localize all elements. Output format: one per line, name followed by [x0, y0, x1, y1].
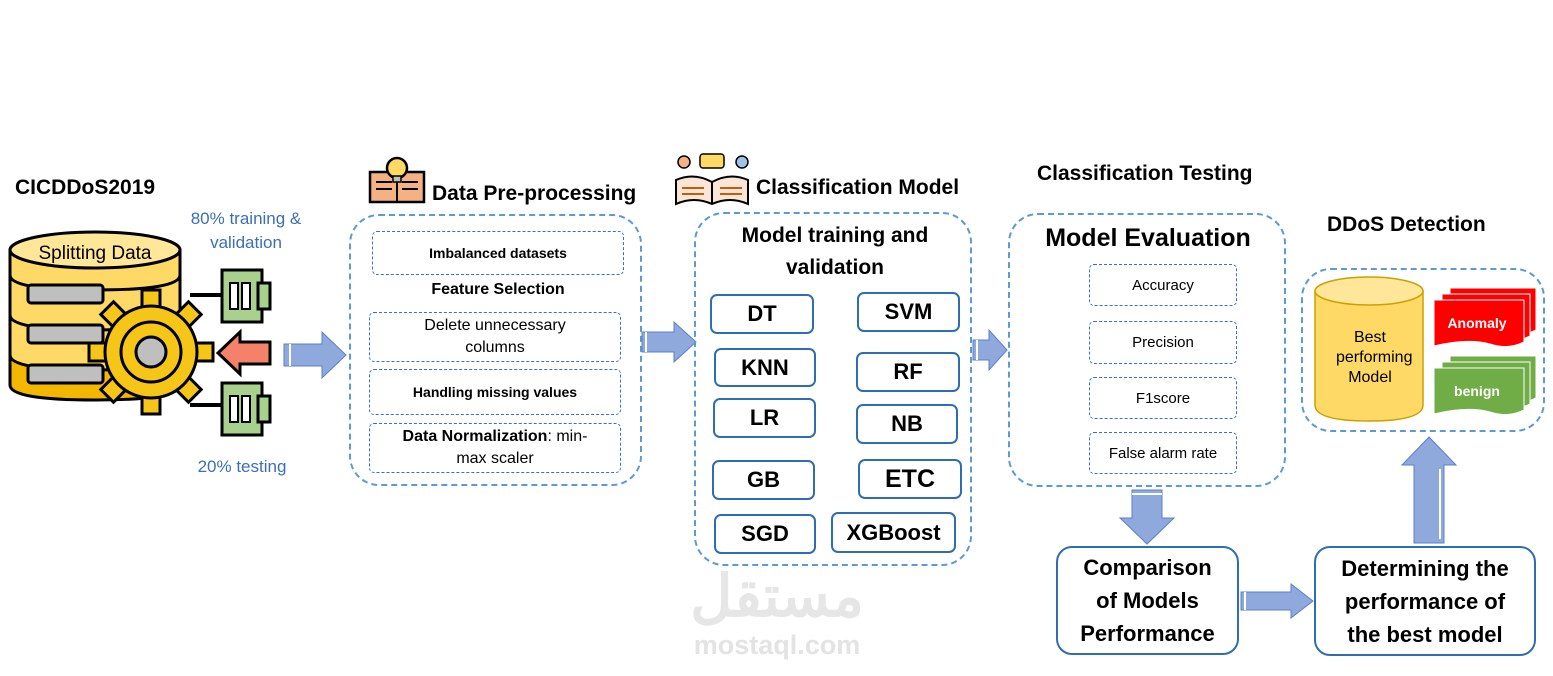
delete-columns-box: Delete unnecessary columns: [369, 312, 621, 362]
preprocessing-title: Data Pre-processing: [432, 182, 637, 205]
model-rf-label: RF: [893, 359, 923, 384]
classification-subtitle: Model training and validation: [741, 224, 929, 279]
normalization-label: Data Normalization: min-max scaler: [388, 426, 603, 470]
preprocessing-panel: [349, 214, 642, 486]
normalization-box: Data Normalization: min-max scaler: [369, 423, 621, 473]
determining-box: Determining the performance of the best …: [1314, 546, 1536, 656]
feature-selection-label: Feature Selection: [431, 281, 565, 298]
testing-subtitle: Model Evaluation: [1045, 224, 1251, 252]
metric-f1score-box: F1score: [1089, 377, 1237, 419]
normalization-rest: : min-max scaler: [456, 428, 588, 467]
model-gb-label: GB: [747, 467, 780, 492]
best-model-label: Best performing Model: [1336, 329, 1413, 386]
imbalanced-datasets-label: Imbalanced datasets: [429, 245, 567, 261]
benign-docs-icon: [1433, 355, 1537, 416]
model-xgboost-label: XGBoost: [846, 519, 941, 545]
best-model-cylinder: [1314, 276, 1424, 422]
classification-panel: [694, 212, 972, 566]
missing-values-box: Handling missing values: [369, 369, 621, 415]
watermark-arabic: مستقل: [690, 564, 864, 629]
model-etc: ETC: [858, 459, 962, 499]
benign-label: benign: [1454, 383, 1500, 399]
anomaly-label: Anomaly: [1447, 315, 1507, 331]
cylinder-label: Splitting Data: [38, 243, 152, 264]
flow-arrow-down: [1118, 489, 1176, 545]
model-sgd-label: SGD: [741, 521, 789, 546]
testing-title: Classification Testing: [1037, 162, 1253, 185]
model-knn: KNN: [714, 348, 816, 387]
delete-columns-label: Delete unnecessary columns: [424, 317, 566, 356]
flow-arrow-2: [641, 320, 697, 364]
train-note: 80% training & validation: [190, 209, 302, 252]
detection-title: DDoS Detection: [1327, 213, 1486, 236]
metric-f1score-label: F1score: [1135, 389, 1191, 407]
flow-arrow-up: [1400, 436, 1458, 544]
dataset-title: CICDDoS2019: [15, 176, 156, 199]
model-xgboost: XGBoost: [831, 512, 956, 553]
missing-values-label: Handling missing values: [412, 384, 578, 400]
flow-arrow-3: [972, 328, 1008, 372]
model-lr-label: LR: [749, 405, 780, 430]
metric-accuracy-label: Accuracy: [1132, 276, 1194, 294]
model-dt: DT: [710, 294, 814, 334]
model-nb: NB: [856, 404, 958, 444]
model-etc-label: ETC: [885, 464, 935, 493]
model-dt-label: DT: [747, 301, 777, 326]
model-rf: RF: [856, 352, 960, 392]
detection-panel: [1301, 268, 1545, 432]
anomaly-docs-icon: [1433, 287, 1537, 348]
metric-precision-box: Precision: [1089, 321, 1237, 364]
metric-precision-label: Precision: [1132, 334, 1194, 351]
model-svm-label: SVM: [884, 299, 933, 324]
model-lr: LR: [713, 398, 816, 438]
model-gb: GB: [712, 460, 815, 500]
database-gear-icon: [8, 230, 272, 437]
imbalanced-datasets-box: Imbalanced datasets: [372, 231, 624, 275]
model-sgd: SGD: [714, 514, 816, 554]
model-svm: SVM: [857, 292, 960, 332]
normalization-bold: Data Normalization: [402, 428, 548, 445]
book-ai-icon: [675, 153, 749, 206]
flow-arrow-1: [283, 330, 347, 380]
watermark-latin: mostaql.com: [693, 630, 861, 660]
flow-arrow-4: [1240, 582, 1314, 620]
determining-label: Determining the performance of the best …: [1341, 555, 1509, 647]
test-note: 20% testing: [197, 457, 287, 476]
metric-false-alarm-label: False alarm rate: [1108, 444, 1218, 462]
metric-false-alarm-box: False alarm rate: [1089, 432, 1237, 474]
comparison-box: Comparison of Models Performance: [1056, 546, 1239, 655]
book-lightbulb-icon: [368, 156, 426, 204]
testing-panel: [1008, 213, 1286, 487]
model-nb-label: NB: [891, 411, 923, 436]
comparison-label: Comparison of Models Performance: [1080, 555, 1215, 646]
metric-accuracy-box: Accuracy: [1089, 264, 1237, 306]
classification-title: Classification Model: [756, 176, 960, 199]
model-knn-label: KNN: [741, 354, 789, 380]
